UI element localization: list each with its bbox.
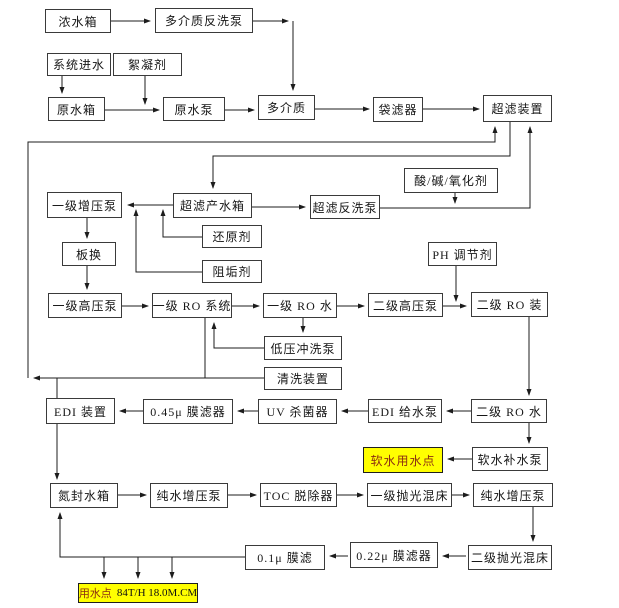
flow-line (160, 209, 202, 238)
node-flocculant: 絮凝剂 (113, 53, 182, 76)
node-uf-product-tank: 超滤产水箱 (173, 193, 252, 218)
node-stage1-ro-system: 一级 RO 系统 (152, 293, 232, 318)
node-bag-filter: 袋滤器 (373, 97, 423, 122)
node-plate-heat-exchanger: 板换 (62, 242, 116, 266)
node-filter-045um: 0.45μ 膜滤器 (143, 399, 233, 424)
flow-line (380, 126, 533, 209)
node-use-point: 用水点 84T/H 18.0M.CM (78, 583, 198, 603)
node-stage1-booster-pump: 一级增压泵 (47, 192, 122, 218)
node-uf-unit: 超滤装置 (483, 95, 552, 122)
node-stage1-hp-pump: 一级高压泵 (48, 293, 122, 318)
node-stage1-polishing-bed: 一级抛光混床 (367, 483, 452, 507)
node-soft-water-makeup-pump: 软水补水泵 (472, 447, 548, 471)
node-nitrogen-sealed-tank: 氮封水箱 (50, 483, 118, 508)
node-pure-water-booster-pump-1: 纯水增压泵 (150, 483, 228, 508)
node-stage2-ro-water-tank: 二级 RO 水 (471, 399, 547, 423)
node-edi-unit: EDI 装置 (46, 398, 115, 424)
flow-line (210, 122, 511, 189)
node-concentrate-tank: 浓水箱 (45, 9, 111, 33)
use-point-label: 用水点 (78, 588, 112, 600)
node-stage2-ro-unit: 二级 RO 装 (471, 292, 548, 317)
node-edi-feed-pump: EDI 给水泵 (368, 399, 442, 423)
node-toc-remover: TOC 脱除器 (260, 483, 337, 507)
node-reducing-agent: 还原剂 (202, 225, 262, 248)
node-system-inlet: 系统进水 (47, 53, 111, 76)
node-cip-unit: 清洗装置 (264, 367, 342, 390)
flow-line (211, 322, 264, 349)
node-multimedia-backwash-pump: 多介质反洗泵 (155, 8, 253, 33)
flow-line (27, 126, 498, 378)
node-uv-sterilizer: UV 杀菌器 (258, 399, 337, 424)
node-acid-alkali-oxidizer: 酸/碱/氧化剂 (404, 168, 498, 193)
use-point-spec: 84T/H 18.0M.CM (116, 587, 198, 599)
node-ph-adjuster: PH 调节剂 (428, 242, 497, 266)
node-raw-water-pump: 原水泵 (163, 97, 225, 121)
node-stage2-hp-pump: 二级高压泵 (368, 293, 443, 317)
node-raw-water-tank: 原水箱 (48, 97, 105, 121)
node-stage2-polishing-bed: 二级抛光混床 (468, 545, 552, 570)
node-low-pressure-flush-pump: 低压冲洗泵 (264, 336, 342, 360)
node-stage1-ro-water: 一级 RO 水 (263, 293, 337, 318)
node-uf-backwash-pump: 超滤反洗泵 (310, 195, 380, 219)
node-soft-water-use-point: 软水用水点 (363, 447, 443, 473)
node-antiscalant: 阻垢剂 (202, 260, 262, 283)
node-filter-01um: 0.1μ 膜滤 (245, 545, 325, 570)
flow-line (57, 512, 245, 558)
node-multimedia-filter: 多介质 (258, 95, 315, 120)
node-filter-022um: 0.22μ 膜滤器 (350, 542, 438, 568)
node-pure-water-booster-pump-2: 纯水增压泵 (473, 483, 553, 507)
flow-line (133, 209, 202, 273)
